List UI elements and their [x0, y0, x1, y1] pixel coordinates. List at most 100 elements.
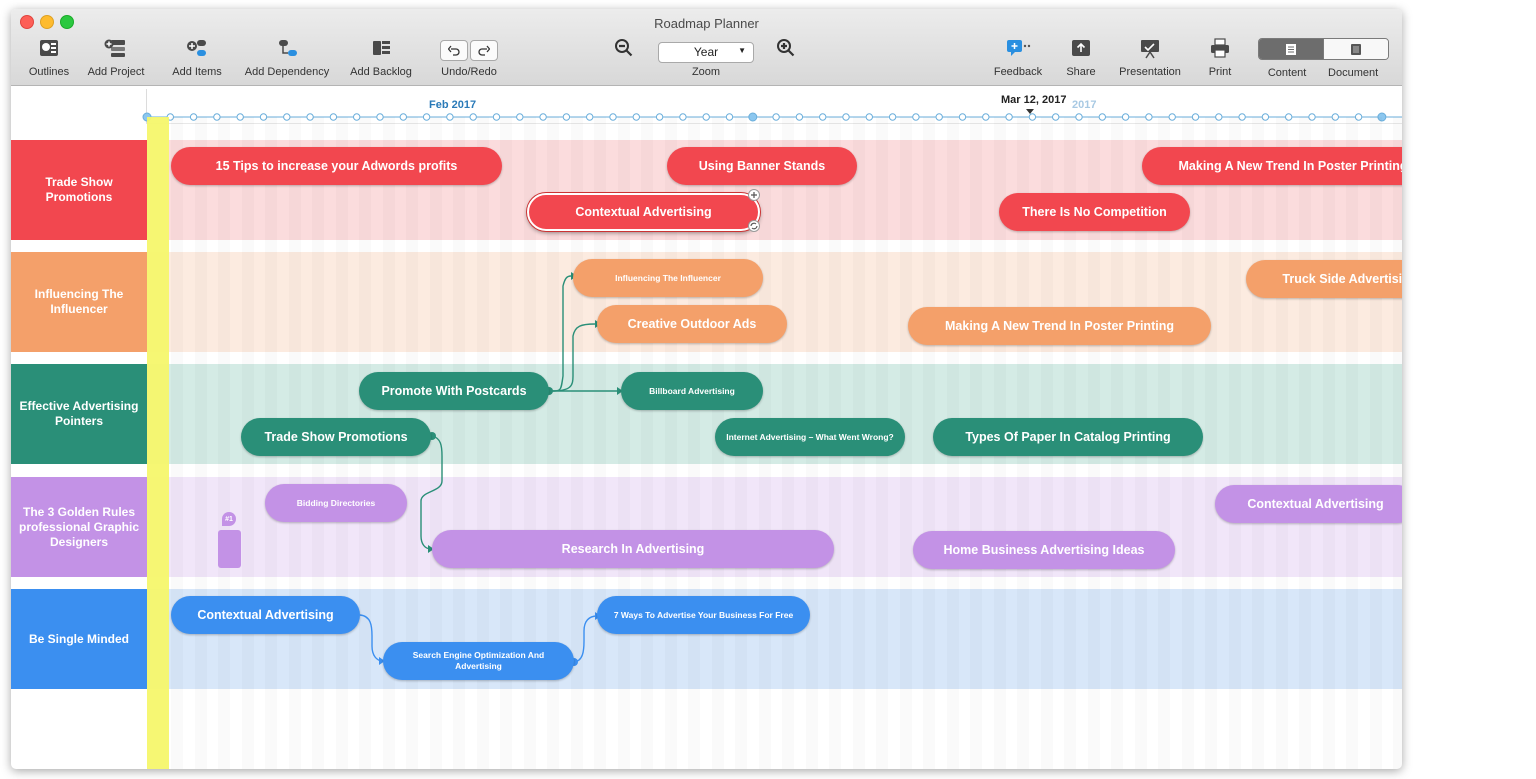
add-dependency-label: Add Dependency [244, 66, 330, 78]
timeline-tick [865, 113, 873, 121]
roadmap-item-selected[interactable]: Contextual Advertising [527, 193, 760, 231]
undo-redo-label: Undo/Redo [441, 66, 497, 78]
roadmap-item[interactable]: Making A New Trend In Poster Printing [1142, 147, 1402, 185]
add-items-icon [187, 40, 206, 56]
dependency-link[interactable] [420, 435, 443, 550]
add-project-icon [104, 39, 125, 57]
timeline-tick [888, 113, 897, 121]
content-view-button[interactable] [1258, 39, 1323, 59]
timeline-tick [1354, 113, 1363, 121]
window-title: Roadmap Planner [654, 16, 759, 31]
chevron-down-icon: ▼ [738, 45, 746, 55]
timeline-tick [725, 113, 734, 121]
document-view-icon [1350, 43, 1361, 55]
timeline-header[interactable]: Feb 2017 Mar 12, 2017 2017 [146, 89, 1402, 124]
presentation-button[interactable]: Presentation [1116, 36, 1184, 78]
roadmap-item[interactable]: Bidding Directories [265, 484, 407, 522]
redo-button[interactable] [470, 39, 498, 61]
timeline-tick [842, 113, 850, 121]
add-backlog-icon [373, 41, 390, 55]
roadmap-item[interactable]: Home Business Advertising Ideas [913, 531, 1175, 569]
roadmap-canvas[interactable]: Feb 2017 Mar 12, 2017 2017 Trade Show Pr… [11, 86, 1402, 769]
lane-label[interactable]: Influencing The Influencer [11, 252, 147, 352]
timeline-tick [1215, 113, 1223, 121]
content-view-icon [1285, 43, 1296, 55]
roadmap-item[interactable]: Truck Side Advertising Isn T It Time [1246, 260, 1402, 298]
dependency-link[interactable] [550, 323, 596, 392]
timeline-tick [422, 113, 431, 121]
roadmap-item[interactable]: Promote With Postcards [359, 372, 549, 410]
roadmap-item[interactable]: 7 Ways To Advertise Your Business For Fr… [597, 596, 810, 634]
document-view-button[interactable] [1322, 39, 1388, 59]
timeline-tick [819, 113, 827, 121]
timeline-tick [399, 113, 407, 121]
roadmap-item[interactable]: Making A New Trend In Poster Printing [908, 307, 1211, 345]
timeline-tick [935, 113, 943, 121]
roadmap-item[interactable]: Trade Show Promotions [241, 418, 431, 456]
timeline-tick [213, 113, 221, 121]
timeline-tick [306, 113, 314, 121]
timeline-tick [1238, 113, 1246, 121]
add-dependency-button[interactable]: Add Dependency [244, 36, 330, 78]
roadmap-item[interactable]: Internet Advertising – What Went Wrong? [715, 418, 905, 456]
lane-label[interactable]: Trade Show Promotions [11, 140, 147, 240]
timeline-tick [748, 112, 758, 122]
current-date-marker[interactable]: Mar 12, 2017 [1001, 94, 1067, 106]
lane-label[interactable]: Effective Advertising Pointers [11, 364, 147, 464]
zoom-in-icon [777, 39, 795, 57]
timeline-tick [562, 113, 571, 121]
add-project-button[interactable]: Add Project [84, 36, 148, 78]
undo-button[interactable] [440, 39, 468, 61]
roadmap-item[interactable]: Using Banner Stands [667, 147, 857, 185]
backlog-item[interactable] [218, 530, 241, 568]
current-date-pointer [1026, 109, 1034, 114]
link-handle-icon[interactable] [748, 220, 760, 232]
roadmap-item[interactable]: Research In Advertising [432, 530, 834, 568]
add-item-handle-icon[interactable] [748, 189, 760, 201]
timeline-month-label: Feb 2017 [429, 99, 477, 111]
add-backlog-button[interactable]: Add Backlog [348, 36, 414, 78]
zoom-select-value: Year [693, 45, 719, 59]
presentation-label: Presentation [1119, 66, 1181, 78]
timeline-tick [376, 113, 384, 121]
print-button[interactable]: Print [1203, 36, 1237, 78]
timeline-tick [609, 113, 617, 121]
close-window-button[interactable] [20, 15, 34, 29]
timeline-tick [702, 113, 710, 121]
roadmap-item[interactable]: 15 Tips to increase your Adwords profits [171, 147, 502, 185]
timeline-tick [1261, 113, 1270, 121]
feedback-button[interactable]: Feedback [991, 36, 1045, 78]
zoom-in-button[interactable] [775, 36, 797, 60]
minimize-window-button[interactable] [40, 15, 54, 29]
lane-label[interactable]: Be Single Minded [11, 589, 147, 689]
view-mode-control: Content Document [1257, 36, 1389, 79]
timeline-tick [469, 113, 477, 121]
presentation-icon [1141, 40, 1159, 59]
undo-redo-group: Undo/Redo [438, 36, 500, 78]
roadmap-item[interactable]: Billboard Advertising [621, 372, 763, 410]
timeline-year-label: 2017 [1072, 99, 1097, 111]
timeline-tick [1331, 113, 1340, 121]
roadmap-item[interactable]: Search Engine Optimization And Advertisi… [383, 642, 574, 680]
dependency-link[interactable] [550, 275, 572, 392]
roadmap-item[interactable]: Types Of Paper In Catalog Printing [933, 418, 1203, 456]
zoom-out-button[interactable] [613, 36, 635, 60]
timeline-tick [912, 113, 920, 121]
outlines-button[interactable]: Outlines [25, 36, 73, 78]
zoom-window-button[interactable] [60, 15, 74, 29]
zoom-select[interactable]: Year ▼ [658, 41, 754, 63]
arrow-head-icon [428, 545, 434, 553]
add-items-button[interactable]: Add Items [168, 36, 226, 78]
feedback-label: Feedback [993, 66, 1043, 78]
roadmap-item[interactable]: Contextual Advertising [1215, 485, 1402, 523]
roadmap-item[interactable]: Creative Outdoor Ads [597, 305, 787, 343]
roadmap-item[interactable]: Contextual Advertising [171, 596, 360, 634]
timeline-tick [958, 113, 967, 121]
dependency-link[interactable] [359, 614, 384, 662]
lane-label[interactable]: The 3 Golden Rules professional Graphic … [11, 477, 147, 577]
timeline-tick [1005, 113, 1013, 121]
dependency-link[interactable] [573, 615, 598, 663]
roadmap-item[interactable]: There Is No Competition [999, 193, 1190, 231]
roadmap-item[interactable]: Influencing The Influencer [573, 259, 763, 297]
share-button[interactable]: Share [1064, 36, 1098, 78]
